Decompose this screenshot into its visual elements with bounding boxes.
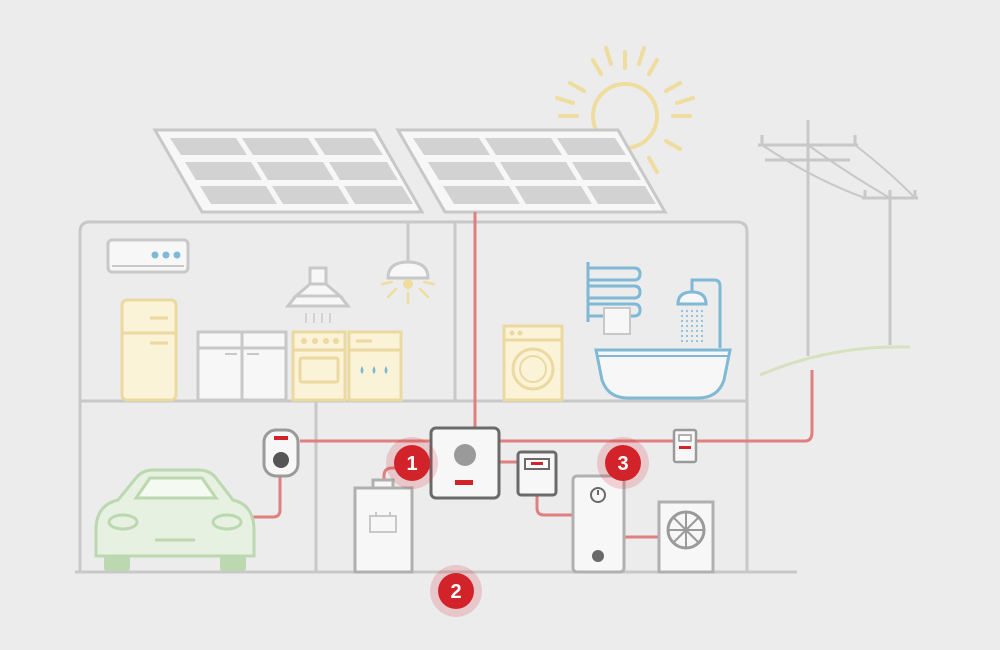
air-conditioner-icon [106,238,190,274]
badge-label: 1 [406,453,417,475]
battery-icon [353,478,414,574]
washing-machine-icon [502,324,564,402]
ceiling-lamp-icon [380,222,436,305]
kitchen-cabinet-icon [196,330,288,402]
fridge-icon [120,298,178,402]
range-hood-icon [284,266,352,323]
electric-car-icon [94,468,256,571]
oven-icon [291,330,347,402]
badge-1[interactable]: 1 [386,437,438,489]
badge-label: 3 [617,453,628,475]
water-heater-icon [571,474,626,574]
shower-icon [676,278,722,348]
heat-pump-icon [657,500,715,574]
badge-2[interactable]: 2 [430,565,482,617]
utility-pole-icon [758,120,918,377]
bathtub-icon [594,348,732,400]
grid-meter-icon [672,428,698,464]
power-wires [236,212,814,539]
badge-3[interactable]: 3 [597,437,649,489]
smart-meter-icon [516,450,558,497]
dishwasher-icon [347,330,403,402]
ev-charger-icon [262,428,300,478]
solar-panel-icon [152,128,425,214]
solar-panel-icon [395,128,668,214]
inverter-icon [429,426,501,500]
towel-rack-icon [586,262,642,335]
badge-label: 2 [450,581,461,603]
